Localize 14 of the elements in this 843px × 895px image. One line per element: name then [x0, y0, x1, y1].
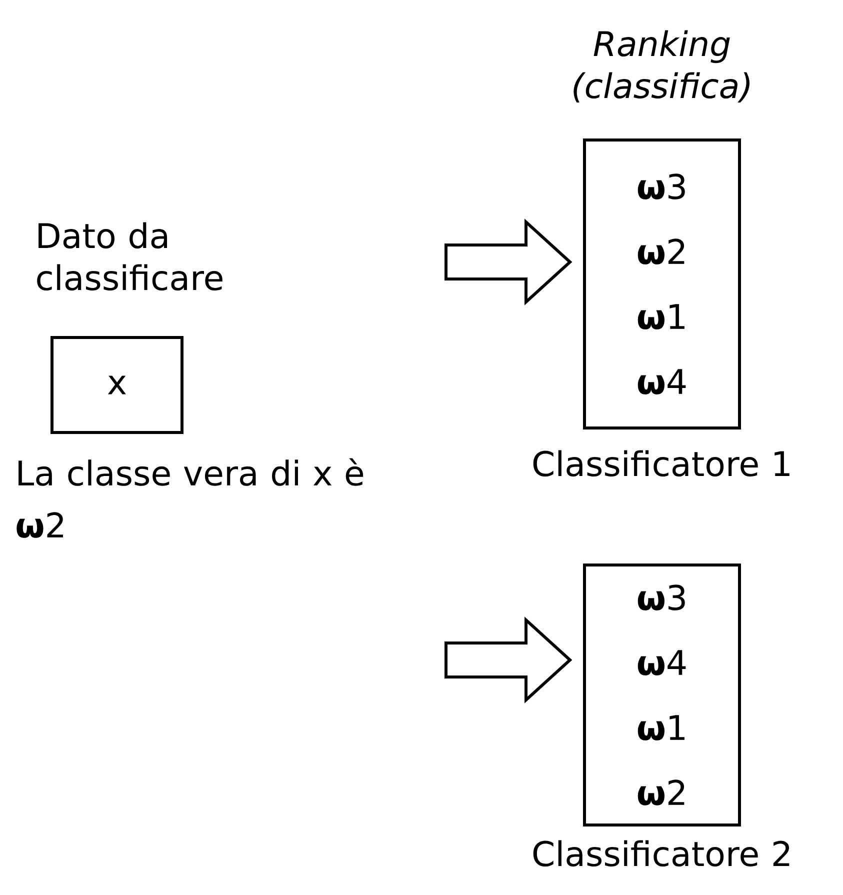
- node-label: ω2: [638, 780, 684, 806]
- node-label: ω4: [638, 650, 686, 676]
- node-label: Classificatore 1: [533, 450, 790, 477]
- node-label: ω3: [638, 584, 685, 610]
- heading: Ranking (classifica): [574, 30, 750, 103]
- node-label: ω1: [638, 715, 684, 740]
- node-label: La classe vera di x è ω2: [16, 458, 364, 538]
- block-arrow: [444, 218, 572, 306]
- heading: Dato da classificare: [37, 222, 222, 291]
- ranking-box: ω3 ω4 ω1 ω2: [583, 564, 741, 826]
- data-box: x: [50, 336, 184, 434]
- ranking-box: ω3 ω2 ω1 ω4: [583, 138, 741, 430]
- block-arrow: [444, 616, 572, 704]
- node-label: Classificatore 2: [533, 840, 790, 867]
